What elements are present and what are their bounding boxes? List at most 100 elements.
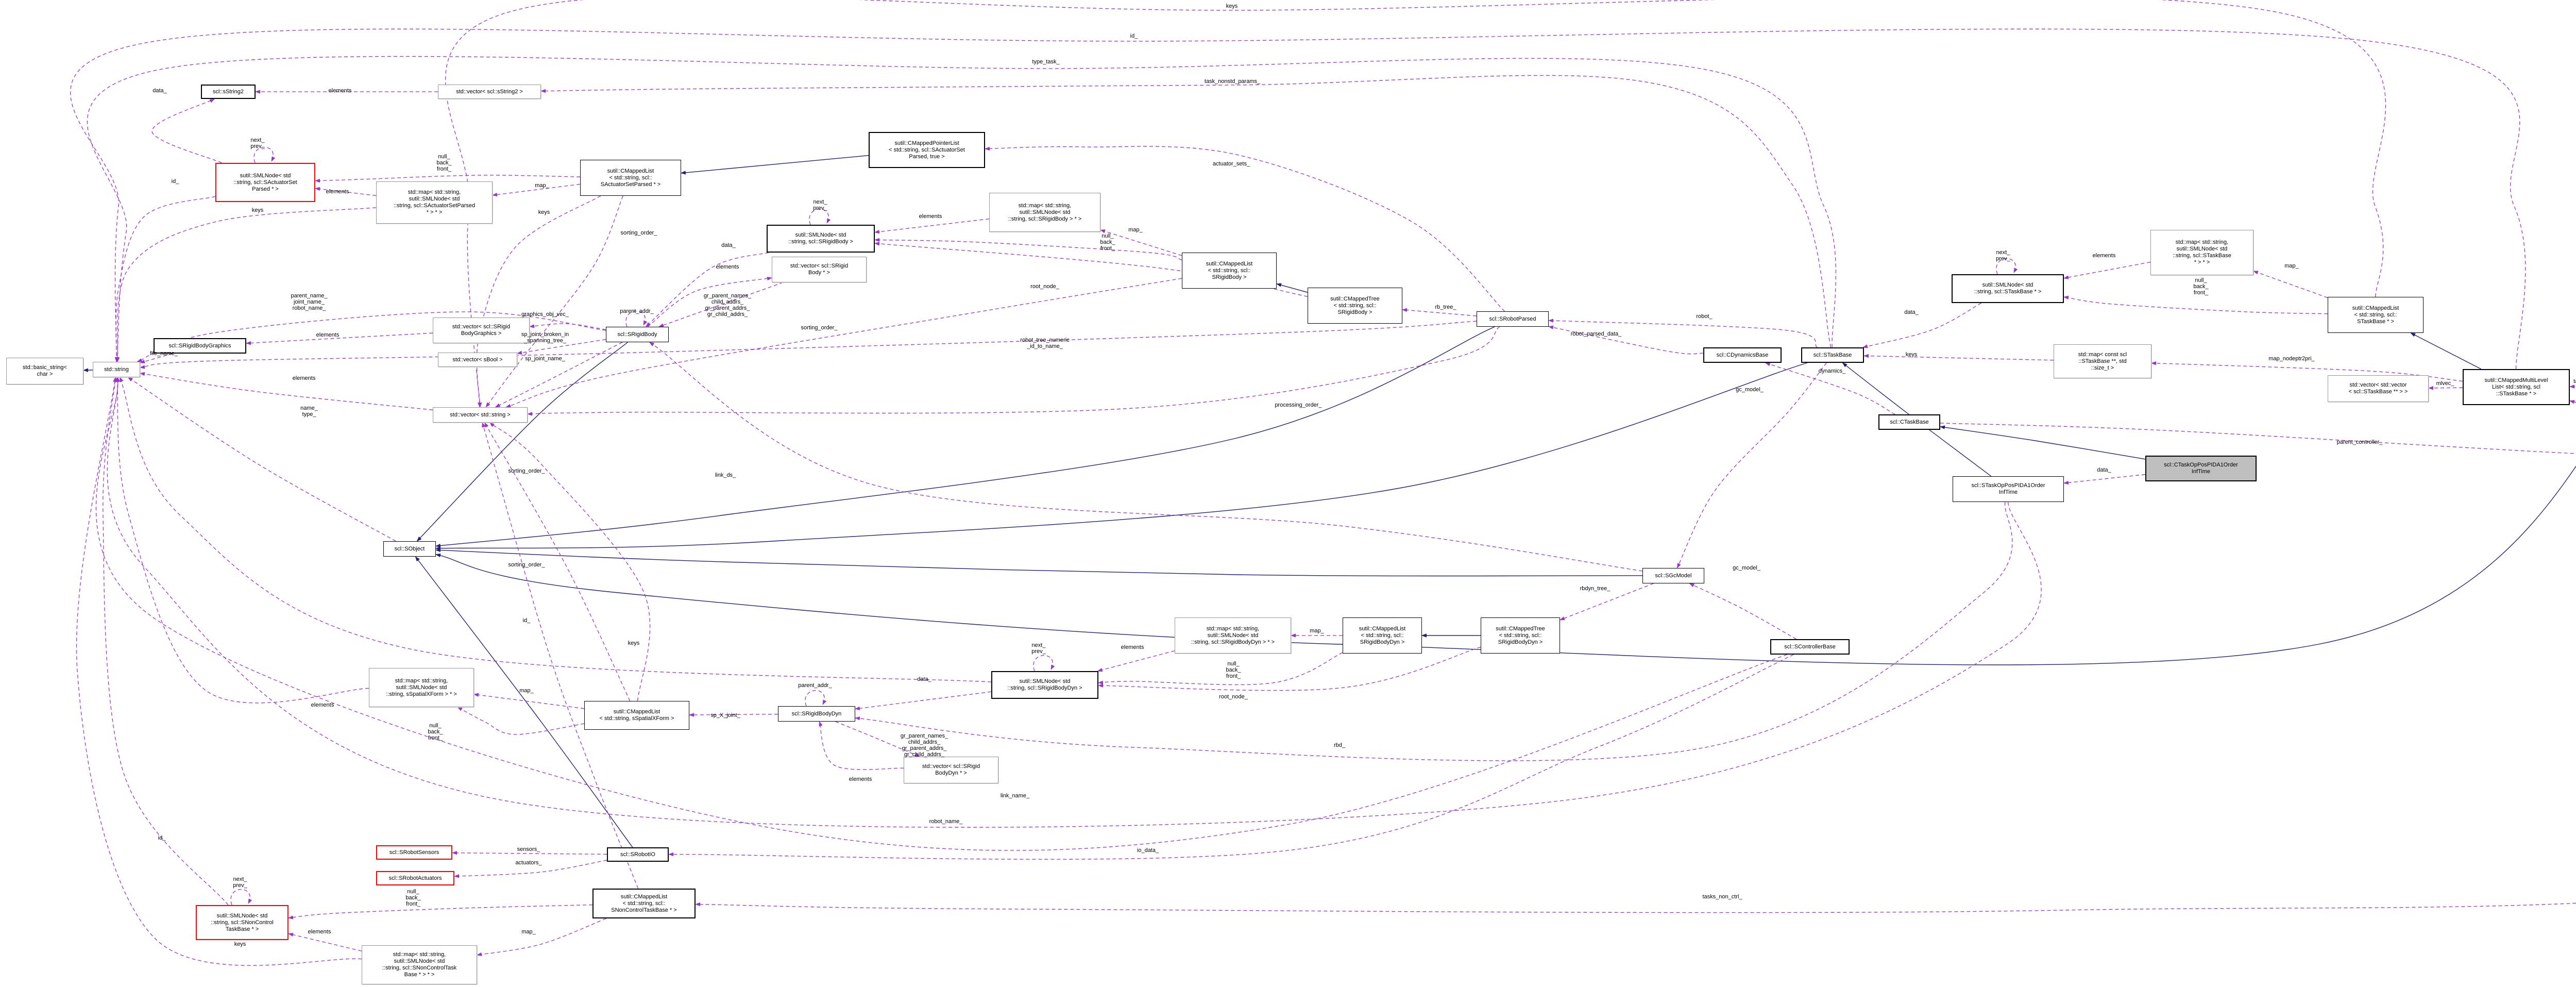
class-node-smlnode_rb[interactable]: sutil::SMLNode< std ::string, scl::SRigi… bbox=[767, 225, 875, 253]
class-node-sobject[interactable]: scl::SObject bbox=[383, 541, 436, 557]
usage-edge bbox=[246, 332, 433, 345]
usage-edge bbox=[527, 326, 1500, 416]
class-node-cmmll[interactable]: sutil::CMappedMultiLevel List< std::stri… bbox=[2463, 369, 2570, 405]
usage-edge bbox=[1765, 362, 1895, 415]
usage-edge bbox=[645, 252, 769, 327]
class-node-srobotparsed[interactable]: scl::SRobotParsed bbox=[1477, 311, 1549, 327]
usage-edge bbox=[137, 311, 606, 362]
class-node-cdynamicsbase[interactable]: scl::CDynamicsBase bbox=[1703, 347, 1782, 363]
class-node-map_rb[interactable]: std::map< std::string, sutil::SMLNode< s… bbox=[989, 193, 1100, 232]
class-node-cml_rbd[interactable]: sutil::CMappedList < std::string, scl:: … bbox=[1343, 617, 1422, 654]
class-node-cmt_rb[interactable]: sutil::CMappedTree < std::string, scl:: … bbox=[1308, 288, 1402, 324]
usage-edge bbox=[1996, 258, 2018, 275]
class-node-cml_rb[interactable]: sutil::CMappedList < std::string, scl:: … bbox=[1182, 253, 1277, 289]
class-node-map_nct[interactable]: std::map< std::string, sutil::SMLNode< s… bbox=[362, 945, 477, 984]
usage-edge bbox=[452, 851, 607, 855]
usage-edge bbox=[477, 918, 606, 957]
class-node-cml_tb[interactable]: sutil::CMappedList < std::string, scl:: … bbox=[2328, 297, 2424, 333]
class-node-srigidbody[interactable]: scl::SRigidBody bbox=[606, 327, 669, 342]
inheritance-edge bbox=[2410, 332, 2482, 370]
class-node-vec_vec_tb[interactable]: std::vector< std::vector < scl::STaskBas… bbox=[2328, 375, 2429, 402]
class-node-basic_string[interactable]: std::basic_string< char > bbox=[6, 358, 83, 384]
inheritance-edge bbox=[1940, 425, 2146, 460]
class-node-ctaskop[interactable]: scl::CTaskOpPosPIDA1Order InfTime bbox=[2145, 456, 2257, 481]
usage-edge bbox=[103, 377, 229, 906]
usage-edge bbox=[445, 0, 2386, 408]
class-node-srobotactuators[interactable]: scl::SRobotActuators bbox=[376, 871, 454, 885]
usage-edge bbox=[87, 56, 1837, 362]
usage-edge bbox=[315, 175, 581, 183]
inheritance-edge bbox=[435, 362, 1807, 550]
usage-edge bbox=[2063, 295, 2328, 314]
class-node-cmt_rbd[interactable]: sutil::CMappedTree < std::string, scl:: … bbox=[1481, 617, 1560, 654]
class-node-vec_sstring2[interactable]: std::vector< scl::sString2 > bbox=[438, 85, 541, 99]
class-node-map_tb[interactable]: std::map< std::string, sutil::SMLNode< s… bbox=[2150, 230, 2253, 275]
inheritance-edge bbox=[435, 326, 1495, 548]
class-node-vec_srbg[interactable]: std::vector< scl::SRigid BodyGraphics > bbox=[433, 317, 530, 343]
usage-edge bbox=[805, 690, 827, 707]
usage-edge bbox=[874, 238, 1182, 260]
inheritance-edge bbox=[415, 556, 633, 848]
class-node-map_sxf[interactable]: std::map< std::string, sutil::SMLNode< s… bbox=[369, 668, 474, 707]
class-node-map_rbd[interactable]: std::map< std::string, sutil::SMLNode< s… bbox=[1175, 617, 1291, 654]
usage-edge bbox=[540, 75, 1832, 348]
class-node-map_asp[interactable]: std::map< std::string, sutil::SMLNode< s… bbox=[376, 181, 493, 224]
usage-edge bbox=[517, 339, 606, 355]
usage-edge bbox=[454, 860, 607, 878]
inheritance-edge bbox=[1842, 362, 1992, 477]
inheritance-edge bbox=[681, 155, 869, 175]
class-node-ctaskbase[interactable]: scl::CTaskBase bbox=[1878, 414, 1940, 430]
class-node-vec_sbool[interactable]: std::vector< sBool > bbox=[438, 353, 517, 367]
class-node-scontrollerbase[interactable]: scl::SControllerBase bbox=[1770, 639, 1850, 655]
class-node-cmpl_asp[interactable]: sutil::CMappedPointerList < std::string,… bbox=[869, 132, 985, 168]
usage-edge bbox=[151, 98, 222, 163]
class-node-staskbase[interactable]: scl::STaskBase bbox=[1801, 347, 1864, 363]
usage-edge bbox=[855, 691, 992, 711]
usage-edge bbox=[115, 377, 369, 704]
class-node-srobotio[interactable]: scl::SRobotIO bbox=[607, 847, 669, 862]
usage-edge bbox=[127, 377, 396, 542]
usage-edge bbox=[2569, 384, 2576, 389]
usage-edge bbox=[1676, 362, 1827, 568]
usage-edge bbox=[695, 902, 2576, 913]
usage-edge bbox=[476, 195, 601, 408]
usage-edge bbox=[668, 654, 1794, 860]
usage-edge bbox=[1033, 655, 1055, 672]
usage-edge bbox=[985, 146, 1505, 312]
class-node-map_tbpp[interactable]: std::map< const scl ::STaskBase **, std … bbox=[2054, 344, 2151, 378]
class-node-vec_rbd[interactable]: std::vector< scl::SRigid BodyDyn * > bbox=[904, 757, 998, 783]
class-node-cml_asp[interactable]: sutil::CMappedList < std::string, scl:: … bbox=[580, 160, 681, 196]
usage-edge bbox=[315, 187, 377, 196]
usage-edge bbox=[484, 422, 631, 701]
usage-edge bbox=[1097, 650, 1175, 672]
usage-edge bbox=[230, 889, 252, 906]
class-node-srbd[interactable]: scl::SRigidBodyDyn bbox=[778, 706, 855, 722]
usage-edge bbox=[253, 147, 276, 163]
usage-edge bbox=[1689, 583, 1797, 640]
usage-edge bbox=[116, 207, 377, 362]
usage-edge bbox=[495, 342, 623, 408]
class-node-cml_sxf[interactable]: sutil::CMappedList < std::string, sSpati… bbox=[584, 701, 689, 730]
usage-edge bbox=[874, 219, 990, 234]
usage-edge bbox=[1560, 583, 1654, 621]
class-node-string[interactable]: std::string bbox=[93, 362, 140, 377]
class-node-smlnode_nct[interactable]: sutil::SMLNode< std ::string, scl::SNonC… bbox=[196, 905, 289, 940]
usage-edge bbox=[689, 713, 778, 717]
class-node-vec_string[interactable]: std::vector< std::string > bbox=[433, 407, 528, 423]
usage-edge bbox=[76, 377, 362, 966]
class-node-smlnode_tb[interactable]: sutil::SMLNode< std ::string, scl::STask… bbox=[1952, 274, 2064, 303]
class-node-srbgraphics[interactable]: scl::SRigidBodyGraphics bbox=[154, 338, 246, 354]
usage-edge bbox=[1548, 325, 1704, 355]
class-node-sgcmodel[interactable]: scl::SGcModel bbox=[1642, 568, 1704, 583]
class-node-cml_nct[interactable]: sutil::CMappedList < std::string, scl:: … bbox=[592, 889, 696, 918]
class-node-staskop[interactable]: scl::STaskOpPosPIDA1Order InfTime bbox=[1953, 476, 2064, 502]
inheritance-edge bbox=[435, 548, 1643, 577]
class-node-smlnode_rbd[interactable]: sutil::SMLNode< std ::string, scl::SRigi… bbox=[991, 671, 1098, 699]
usage-edge bbox=[95, 377, 1788, 851]
class-node-sstring2[interactable]: scl::sString2 bbox=[201, 85, 256, 99]
usage-edge bbox=[1098, 646, 1481, 691]
class-node-vec_rbptr[interactable]: std::vector< scl::SRigid Body * > bbox=[772, 257, 867, 282]
class-node-srobotsensors[interactable]: scl::SRobotSensors bbox=[376, 845, 452, 860]
class-node-smlnode_asp[interactable]: sutil::SMLNode< std ::string, scl::SActu… bbox=[215, 163, 315, 202]
